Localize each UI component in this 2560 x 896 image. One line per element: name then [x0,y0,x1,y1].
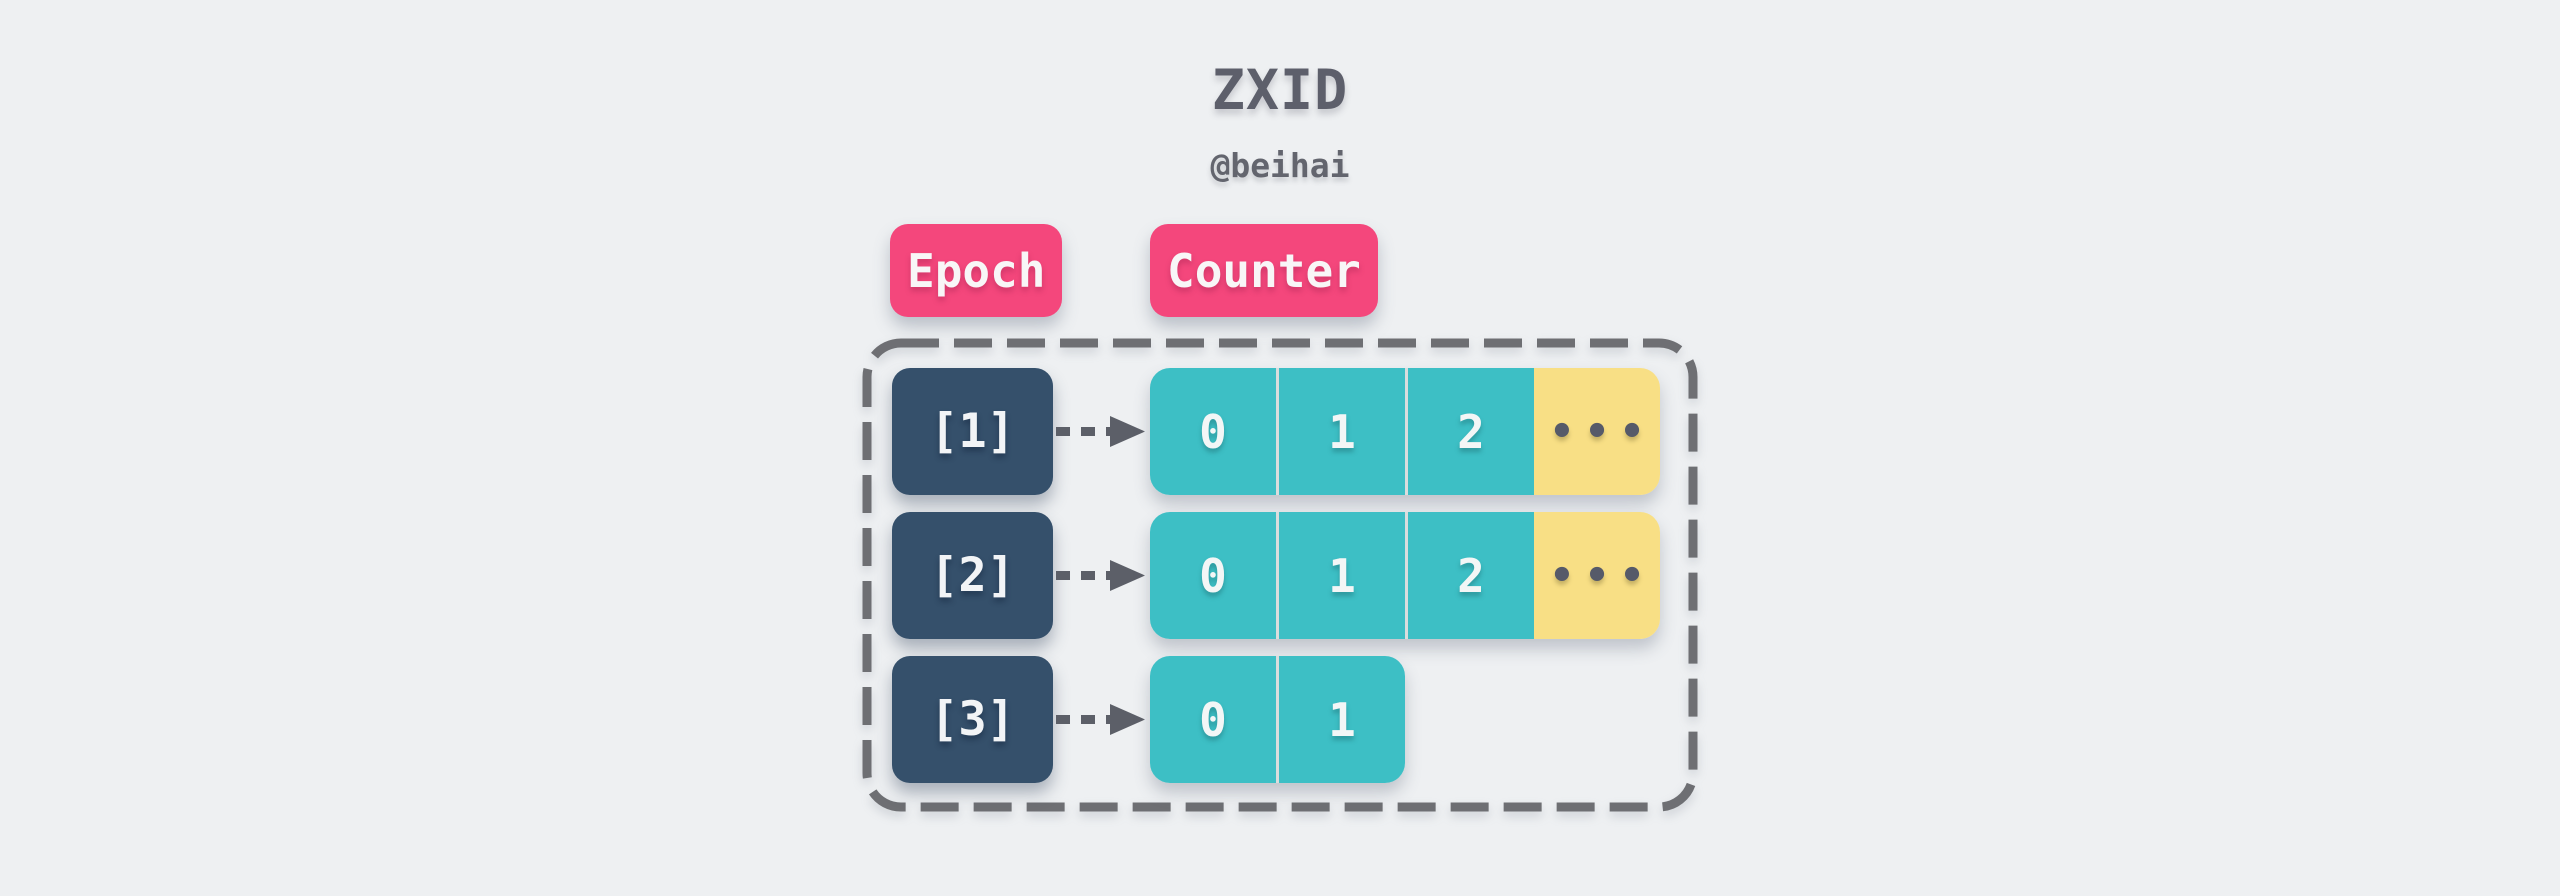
dashed-arrow-icon [1056,416,1145,447]
epoch-rows: [1] 0 1 2 ••• [2] 0 [892,368,1660,783]
counter-cell: 1 [1276,512,1405,639]
ellipsis-cell: ••• [1534,512,1660,639]
counter-cell: 2 [1405,368,1534,495]
counter-bar: 0 1 2 ••• [1150,368,1660,495]
epoch-box: [3] [892,656,1053,783]
counter-bar: 0 1 [1150,656,1405,783]
epoch-row-3: [3] 0 1 [892,656,1660,783]
counter-cell: 1 [1276,368,1405,495]
epoch-box: [1] [892,368,1053,495]
counter-cell: 1 [1276,656,1405,783]
zxid-structure-panel: [1] 0 1 2 ••• [2] 0 [862,338,1698,812]
counter-cell: 0 [1150,656,1276,783]
zxid-diagram: ZXID @beihai Epoch Counter [1] 0 1 2 ••• [862,0,1698,896]
counter-legend-badge: Counter [1150,224,1378,317]
epoch-legend-badge: Epoch [890,224,1063,317]
counter-cell: 2 [1405,512,1534,639]
page-title: ZXID [1211,58,1349,122]
author-handle: @beihai [1210,146,1350,185]
counter-bar: 0 1 2 ••• [1150,512,1660,639]
counter-cell: 0 [1150,368,1276,495]
dashed-arrow-icon [1056,560,1145,591]
epoch-row-2: [2] 0 1 2 ••• [892,512,1660,639]
epoch-box: [2] [892,512,1053,639]
epoch-row-1: [1] 0 1 2 ••• [892,368,1660,495]
dashed-border [862,338,1698,812]
counter-cell: 0 [1150,512,1276,639]
dashed-arrow-icon [1056,704,1145,735]
ellipsis-cell: ••• [1534,368,1660,495]
